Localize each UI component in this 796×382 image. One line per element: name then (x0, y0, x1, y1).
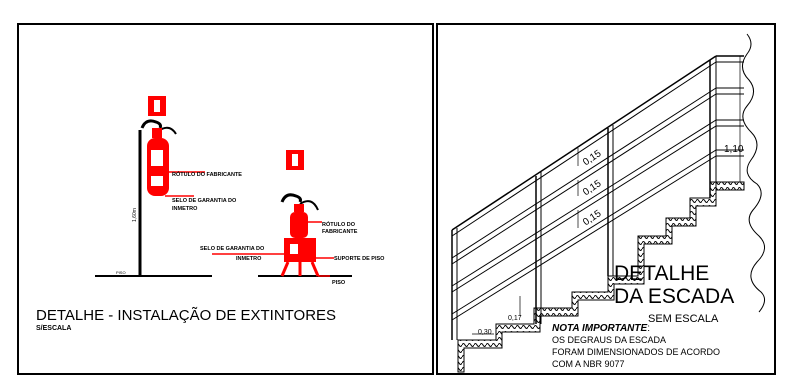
guardrail-2 (451, 119, 717, 287)
dim-rail-1: 0,15 (581, 148, 604, 168)
right-panel-frame (436, 23, 776, 375)
label-height: 1,60m (132, 208, 138, 222)
label-rotulo-wall: RÓTULO DO FABRICANTE (172, 170, 242, 178)
extinguisher-sign-icon-2 (286, 150, 304, 170)
stair-profile (457, 181, 745, 373)
stair-title-1: DETALHE (614, 262, 709, 285)
label-inmetro-floor: INMETRO (236, 256, 262, 262)
stair-scale: SEM ESCALA (648, 313, 719, 325)
extinguisher-icon (140, 119, 177, 196)
dim-riser: 0,17 (508, 315, 522, 322)
label-piso-wall: PISO (116, 270, 126, 275)
left-panel-scale: S/ESCALA (36, 325, 71, 332)
wall-extinguisher-detail: RÓTULO DO FABRICANTE SELO DE GARANTIA DO… (95, 96, 242, 277)
label-rotulo-floor-2: FABRICANTE (322, 229, 358, 235)
floor-extinguisher-detail: RÓTULO DO FABRICANTE SELO DE GARANTIA DO… (200, 150, 385, 286)
label-suporte: SUPORTE DE PISO (334, 256, 385, 262)
guardrail-3 (451, 149, 717, 315)
dim-rail-3: 0,15 (581, 208, 604, 228)
dim-tread: 0,30 (478, 329, 492, 336)
dim-handrail: 1,10 (724, 144, 744, 155)
stair-title-2: DA ESCADA (614, 285, 734, 308)
label-selo-wall: SELO DE GARANTIA DO (172, 198, 237, 204)
label-rotulo-floor-1: RÓTULO DO (322, 220, 356, 228)
handrail-top (451, 55, 717, 231)
floor-extinguisher-icon (280, 193, 320, 277)
note-line-3: COM A NBR 9077 (552, 359, 625, 369)
left-panel-title: DETALHE - INSTALAÇÃO DE EXTINTORES (36, 307, 336, 324)
note-line-2: FORAM DIMENSIONADOS DE ACORDO (552, 347, 720, 357)
label-piso-floor: PISO (332, 280, 346, 286)
note-line-1: OS DEGRAUS DA ESCADA (552, 335, 666, 345)
label-inmetro-wall: INMETRO (172, 206, 198, 212)
label-selo-floor: SELO DE GARANTIA DO (200, 246, 265, 252)
stair-detail: 1,10 0,15 0,15 0,15 0,17 0,30 (451, 33, 765, 373)
guardrail-1 (451, 87, 717, 259)
extinguisher-sign-icon (148, 96, 166, 116)
break-line (742, 33, 765, 313)
dim-rail-2: 0,15 (581, 178, 604, 198)
left-panel-frame (17, 23, 434, 375)
note-title: NOTA IMPORTANTE: (552, 323, 650, 334)
